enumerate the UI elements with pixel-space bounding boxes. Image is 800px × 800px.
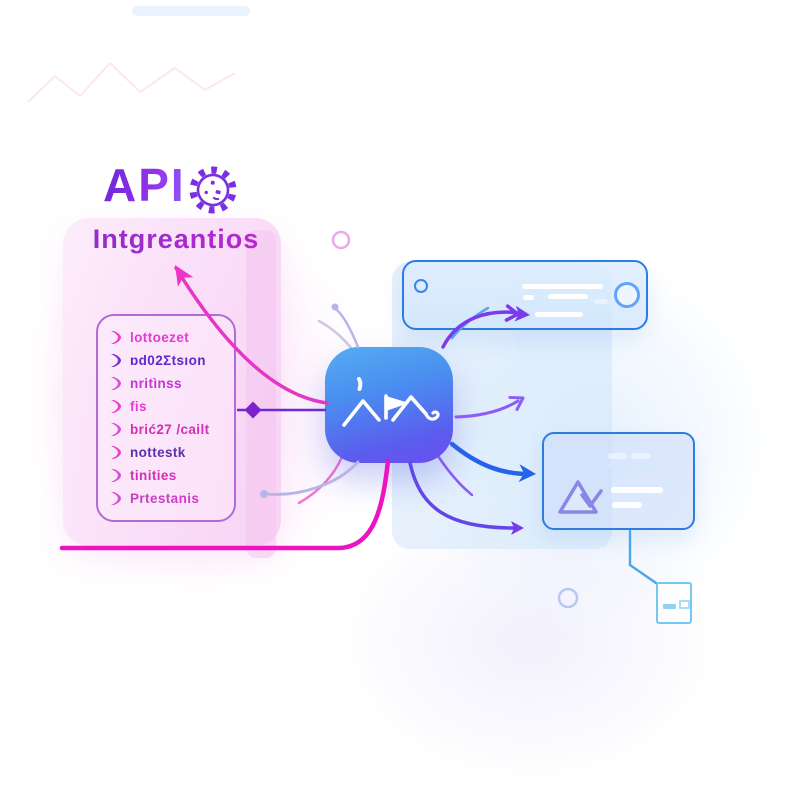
panel-title: Intgreantios [70, 224, 282, 255]
chevron-icon [111, 377, 121, 390]
integrations-panel-strip [246, 230, 276, 558]
skeleton-line [523, 295, 534, 300]
skeleton-line [611, 487, 663, 493]
integration-list: lottoezet ɒd02Ʃtsıon nritìnss fis brić27… [96, 314, 236, 522]
skeleton-line [535, 312, 583, 317]
list-item: nritìnss [111, 376, 234, 391]
list-item: brić27 /cailt [111, 422, 234, 437]
list-item-label: tinities [130, 468, 177, 483]
skeleton-line [608, 453, 627, 459]
mountain-image-icon [558, 480, 603, 514]
card-avatar-circle [614, 282, 640, 308]
list-item: nottestk [111, 445, 234, 460]
endpoint-dash [663, 604, 676, 609]
skeleton-line [608, 464, 632, 469]
list-item: Prtestanis [111, 491, 234, 506]
endpoint-small-rect [679, 600, 690, 609]
gear-icon [189, 166, 237, 214]
list-item-label: Prtestanis [130, 491, 200, 506]
list-item: ɒd02Ʃtsıon [111, 353, 234, 368]
list-item: tinities [111, 468, 234, 483]
chevron-icon [111, 400, 121, 413]
chevron-icon [111, 469, 121, 482]
chevron-icon [111, 354, 121, 367]
chevron-icon [111, 423, 121, 436]
page-title: API [103, 159, 186, 211]
endpoint-box [656, 582, 692, 624]
skeleton-line [594, 299, 608, 304]
skeleton-line [548, 294, 588, 299]
list-item-label: nritìnss [130, 376, 182, 391]
list-item: fis [111, 399, 234, 414]
list-item-label: brić27 /cailt [130, 422, 210, 437]
skeleton-line [631, 453, 651, 459]
chevron-icon [111, 331, 121, 344]
chevron-icon [111, 492, 121, 505]
card-dot-ring [414, 279, 428, 293]
list-item-label: nottestk [130, 445, 186, 460]
chevron-icon [111, 446, 121, 459]
skeleton-line [612, 502, 642, 508]
list-item-label: lottoezet [130, 330, 190, 345]
list-item-label: ɒd02Ʃtsıon [130, 353, 206, 368]
skeleton-line [636, 464, 657, 469]
app-icon-glyph [342, 377, 440, 427]
list-item-label: fis [130, 399, 147, 414]
skeleton-line [522, 284, 603, 289]
list-item: lottoezet [111, 330, 234, 345]
